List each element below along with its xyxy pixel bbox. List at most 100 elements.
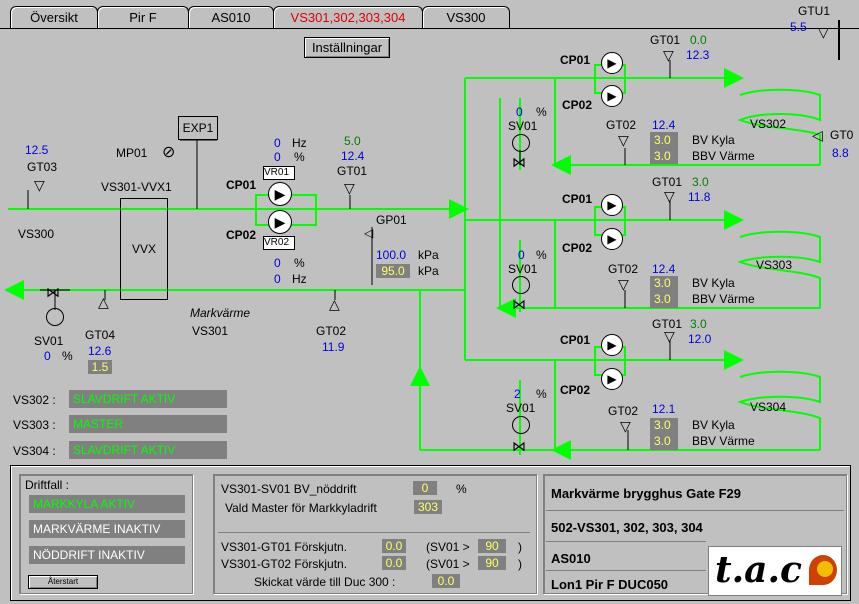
c3-cp02-pump-icon[interactable]: ▶ [601, 368, 623, 390]
exp1-box[interactable]: EXP1 [178, 116, 218, 140]
vs301-label: VS301 [192, 324, 229, 338]
tab-oversikt[interactable]: Översikt [10, 6, 98, 29]
c2-sv-value: 0 [518, 248, 525, 262]
info-line2: 502-VS301, 302, 303, 304 [551, 520, 703, 535]
sv01-label: SV01 [34, 334, 64, 348]
c2-bbv-label: BBV Värme [692, 292, 755, 306]
gt02-offset-limit[interactable]: 90 [478, 556, 506, 570]
gt03-sensor-icon: ▽ [34, 177, 45, 193]
c2-sv-valve-icon[interactable]: ⋈ [512, 296, 526, 312]
middle-divider [218, 532, 530, 533]
gt01-offset-cond: (SV01 > [426, 540, 470, 554]
sv01-valve-icon[interactable]: ⋈ [46, 284, 60, 300]
master-label: Vald Master för Markkyladrift [225, 501, 377, 515]
sv01-bv-unit: % [456, 482, 467, 496]
c1-bv-label: BV Kyla [692, 133, 735, 147]
gt01-green-value: 5.0 [344, 134, 361, 148]
gt02-offset-label: VS301-GT02 Förskjutn. [221, 557, 348, 571]
c1-cp01-pump-icon[interactable]: ▶ [601, 52, 623, 74]
gp01-sensor-icon: ◁ [364, 226, 374, 240]
c1-cp02-pump-icon[interactable]: ▶ [601, 85, 623, 107]
info-line3: AS010 [551, 551, 591, 566]
outdoor-sensor-icon: ▽ [818, 24, 829, 40]
cp02-hz-value: 0 [274, 272, 281, 286]
c3-sv-label: SV01 [506, 401, 536, 415]
gt01-blue-value: 12.4 [341, 149, 365, 163]
c1-bv-value: 3.0 [654, 133, 671, 147]
c1-gt01-label: GT01 [650, 33, 681, 47]
gt02-label: GT02 [316, 324, 347, 338]
master-value[interactable]: 303 [414, 500, 442, 514]
gp01-kpa2-value: 95.0 [376, 264, 410, 278]
gt01-offset-value[interactable]: 0.0 [382, 539, 406, 553]
gt03-label: GT03 [27, 160, 58, 174]
tac-logo-dot-icon [817, 561, 833, 577]
gt01-offset-close: ) [518, 540, 522, 554]
tab-pir-f[interactable]: Pir F [97, 6, 189, 29]
c3-gt01-sensor-icon: ▽ [664, 328, 675, 344]
vvx-box[interactable]: VVX [120, 198, 168, 300]
driftfall-noddrift: NÖDDRIFT INAKTIV [29, 546, 185, 564]
cp01-pct-unit: % [294, 150, 305, 164]
tac-logo: t.a.c [708, 546, 842, 596]
c3-gt02-blue: 12.1 [652, 402, 676, 416]
c3-cp01-pump-icon[interactable]: ▶ [601, 334, 623, 356]
driftfall-panel [19, 474, 193, 594]
driftfall-markkyla: MARKKYLA AKTIV [29, 495, 185, 513]
c3-gt02-sensor-icon: ▽ [620, 418, 631, 434]
markvarme-label: Markvärme [190, 306, 251, 320]
reset-button[interactable]: Återstart [28, 575, 98, 589]
c2-name: VS303 [756, 258, 793, 272]
sent-value-label: Skickat värde till Duc 300 : [254, 575, 396, 589]
gt02-offset-close: ) [518, 557, 522, 571]
c2-sv-pct: % [536, 248, 547, 262]
cp02-pct-unit: % [294, 256, 305, 270]
cp01-pump-icon[interactable]: ▶ [268, 182, 292, 206]
sv01-bv-value[interactable]: 0 [413, 481, 437, 495]
gtu1-label: GTU1 [798, 4, 831, 18]
tab-vs301-304[interactable]: VS301,302,303,304 [273, 6, 423, 29]
tab-vs300[interactable]: VS300 [422, 6, 510, 29]
gt03-value: 12.5 [25, 143, 49, 157]
wall-icon [838, 20, 840, 60]
c1-cp01-label: CP01 [560, 53, 591, 67]
settings-button[interactable]: Inställningar [304, 37, 390, 58]
c2-cp02-pump-icon[interactable]: ▶ [601, 228, 623, 250]
c3-sv-value: 2 [514, 387, 521, 401]
gtu1-value: 5.5 [790, 20, 807, 34]
c3-bbv-value: 3.0 [654, 434, 671, 448]
cp01-hz-value: 0 [274, 136, 281, 150]
gt01-offset-limit[interactable]: 90 [478, 539, 506, 553]
mp01-gauge-icon: ⊘ [162, 144, 176, 161]
sv01-value: 0 [44, 349, 51, 363]
c1-gt02-blue: 12.4 [652, 118, 676, 132]
c3-sv-pct: % [536, 387, 547, 401]
gt02-sensor-icon: △ [329, 296, 340, 312]
c1-values-bg [650, 132, 678, 164]
c3-bv-value: 3.0 [654, 418, 671, 432]
c2-cp01-pump-icon[interactable]: ▶ [601, 194, 623, 216]
gt0-right-value: 8.8 [832, 146, 849, 160]
cp02-pump-icon[interactable]: ▶ [268, 210, 292, 234]
info-divider3 [546, 570, 706, 571]
c2-gt01-sensor-icon: ▽ [664, 188, 675, 204]
c2-gt01-green: 3.0 [692, 175, 709, 189]
gt04-label: GT04 [85, 328, 116, 342]
gt01-offset-label: VS301-GT01 Förskjutn. [221, 540, 348, 554]
info-panel [543, 474, 847, 594]
c3-gt02-label: GT02 [608, 404, 639, 418]
c2-bbv-value: 3.0 [654, 292, 671, 306]
tab-as010[interactable]: AS010 [188, 6, 274, 29]
c1-sv-valve-icon[interactable]: ⋈ [512, 154, 526, 170]
vr02-box[interactable]: VR02 [263, 236, 295, 250]
driftfall-markvarme: MARKVÄRME INAKTIV [29, 520, 185, 538]
c1-gt02-label: GT02 [606, 118, 637, 132]
c1-name: VS302 [750, 117, 787, 131]
vr01-box[interactable]: VR01 [263, 166, 295, 180]
c3-sv-valve-icon[interactable]: ⋈ [512, 438, 526, 454]
cp01-hz-unit: Hz [292, 136, 307, 150]
gt0-right-label: GT0 [830, 128, 854, 142]
gt02-offset-value[interactable]: 0.0 [382, 556, 406, 570]
c1-gt01-green: 0.0 [690, 33, 707, 47]
vs300-label: VS300 [18, 227, 55, 241]
